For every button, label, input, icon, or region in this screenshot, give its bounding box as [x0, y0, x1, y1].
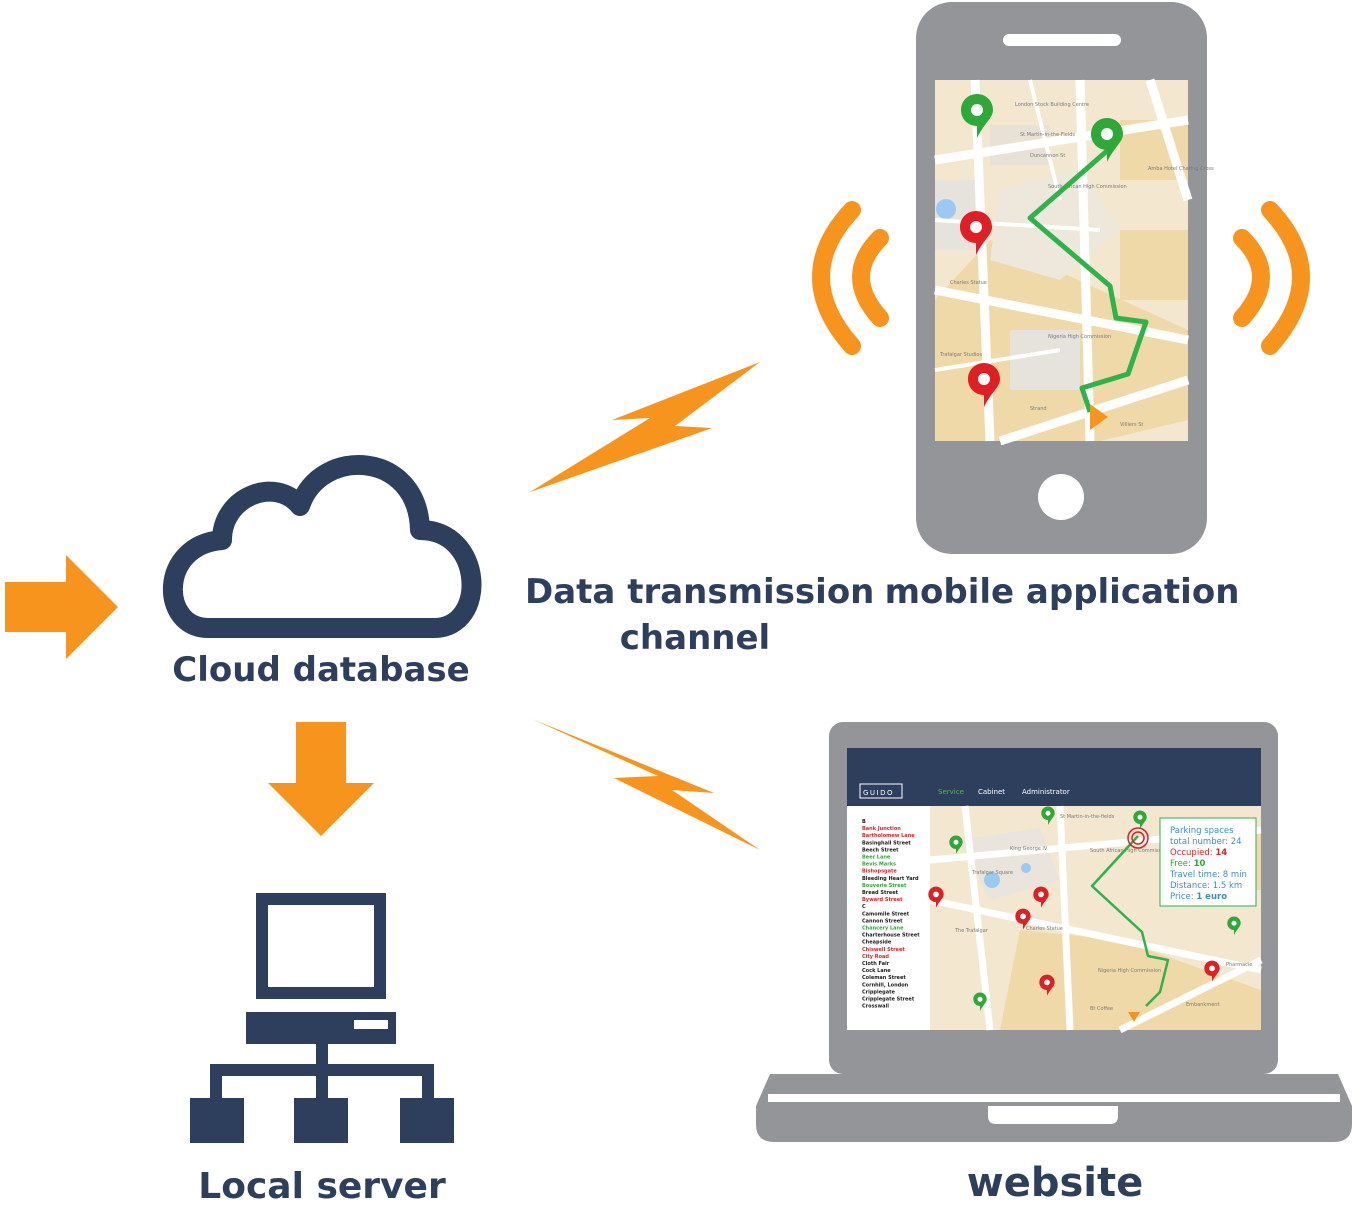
site-map-label: Charles Statue [1026, 926, 1063, 932]
nav-cabinet[interactable]: Cabinet [978, 788, 1005, 796]
street-list-item[interactable]: Bank Junction [862, 826, 901, 832]
cloud-database-label: Cloud database [172, 650, 470, 690]
website-label: website [966, 1160, 1144, 1206]
street-list-item[interactable]: Camomile Street [862, 911, 910, 917]
street-list-item[interactable]: Basinghall Street [862, 840, 911, 846]
street-list-item[interactable]: City Road [862, 954, 889, 960]
info-price-value: 1 euro [1196, 892, 1227, 902]
site-map-label: Trafalgar Square [971, 870, 1013, 876]
site-map-label: Bt Coffee [1090, 1006, 1113, 1012]
site-header [847, 748, 1261, 806]
street-list-item[interactable]: Bishopsgate [862, 869, 897, 875]
info-total: total number: 24 [1170, 837, 1242, 847]
street-list-item[interactable]: Charterhouse Street [862, 933, 920, 939]
target-circle [1127, 827, 1149, 849]
site-map-label: Embankment [1186, 1002, 1219, 1008]
info-distance: Distance: 1.5 km [1170, 881, 1242, 891]
info-title: Parking spaces [1170, 826, 1234, 836]
street-list-item[interactable]: Cripplegate Street [862, 997, 915, 1003]
street-list-item[interactable]: Byward Street [862, 897, 903, 903]
phone-map-label: St Martin-in-the-Fields [1020, 132, 1075, 138]
svg-text:Free: 10: Free: 10 [1170, 859, 1206, 869]
street-list-item[interactable]: Bouverie Street [862, 883, 907, 889]
route-end-marker [1090, 404, 1108, 430]
phone-map-label: Duncannon St [1030, 153, 1065, 159]
info-free-value: 10 [1194, 859, 1206, 869]
smartphone: London Stock Building Centre St Martin-i… [916, 2, 1214, 554]
site-map-label: South African High Commission [1090, 848, 1169, 854]
phone-map-label: South African High Commission [1048, 184, 1127, 190]
site-map-label: Nigeria High Commission [1098, 968, 1161, 974]
phone-map-label: London Stock Building Centre [1015, 102, 1089, 108]
phone-map-label: Charles Statue [950, 280, 987, 286]
street-list-item[interactable]: Cornhill, London [862, 982, 909, 988]
street-list-item[interactable]: Bread Street [862, 890, 899, 896]
parking-info-box: Parking spaces total number: 24 Occupied… [1159, 817, 1257, 907]
site-route-end [1128, 1012, 1140, 1022]
street-list-item[interactable]: Cheapside [862, 940, 892, 946]
local-server-label: Local server [198, 1166, 446, 1207]
site-logo: GUIDO [863, 789, 894, 797]
lightning-bolt-upper [530, 362, 760, 492]
street-list-item[interactable]: Bevis Marks [862, 862, 896, 868]
cloud-icon [163, 455, 482, 638]
lightning-bolt-lower [532, 719, 760, 850]
phone-map: London Stock Building Centre St Martin-i… [934, 78, 1214, 446]
phone-map-label: Amba Hotel Charing Cross [1148, 166, 1214, 172]
street-list-item[interactable]: B [862, 819, 866, 825]
info-travel: Travel time: 8 min [1169, 870, 1247, 880]
input-arrow [5, 555, 118, 659]
laptop: GUIDO Service Cabinet Administrator St M… [756, 722, 1352, 1142]
street-list-item[interactable]: C [862, 904, 866, 910]
phone-map-label: Villiers St [1120, 422, 1143, 428]
phone-map-label: Strand [1030, 406, 1047, 412]
street-list-item[interactable]: Cloth Fair [862, 961, 890, 967]
down-arrow [268, 722, 374, 836]
street-list-item[interactable]: Cripplegate [862, 989, 895, 995]
site-map-label: The Trafalgar [954, 928, 989, 934]
info-price-label: Price: [1170, 892, 1194, 902]
info-occupied-label: Occupied: [1170, 848, 1213, 858]
channel-label-line1: Data transmission [525, 572, 875, 612]
info-occupied-value: 14 [1215, 848, 1227, 858]
nav-administrator[interactable]: Administrator [1022, 788, 1070, 796]
site-map-label: King George IV [1010, 846, 1048, 852]
wireless-signal-icon [812, 201, 1310, 355]
street-list-item[interactable]: Chancery Lane [862, 926, 904, 932]
phone-map-label: Nigeria High Commission [1048, 334, 1111, 340]
street-list-item[interactable]: Beech Street [862, 847, 899, 853]
channel-label-line2: channel [619, 618, 771, 658]
street-list-item[interactable]: Cock Lane [862, 968, 891, 974]
site-route-line [1090, 835, 1170, 1007]
svg-text:Price: 1 euro: Price: 1 euro [1170, 892, 1227, 902]
street-list-item[interactable]: Bartholomew Lane [862, 833, 915, 839]
street-list-item[interactable]: Cannon Street [862, 918, 903, 924]
server-network-icon [190, 893, 454, 1143]
street-list-item[interactable]: Bleeding Heart Yard [862, 876, 919, 882]
website-screen: GUIDO Service Cabinet Administrator St M… [847, 748, 1263, 1034]
site-map-label: St Martin-in-the-fields [1060, 814, 1115, 820]
street-list-item[interactable]: Crosswall [862, 1004, 889, 1010]
phone-map-label: Trafalgar Studios [939, 352, 982, 358]
street-list-item[interactable]: Chiswell Street [862, 947, 905, 953]
site-map-label: Pharmacie [1226, 962, 1252, 968]
street-list-item[interactable]: Coleman Street [862, 975, 906, 981]
mobile-application-label: mobile application [884, 572, 1240, 612]
info-free-label: Free: [1170, 859, 1191, 869]
nav-service[interactable]: Service [938, 788, 964, 796]
svg-text:Occupied: 14: Occupied: 14 [1170, 848, 1227, 858]
street-list-item[interactable]: Beer Lane [862, 855, 891, 861]
phone-route-line [1027, 148, 1149, 413]
